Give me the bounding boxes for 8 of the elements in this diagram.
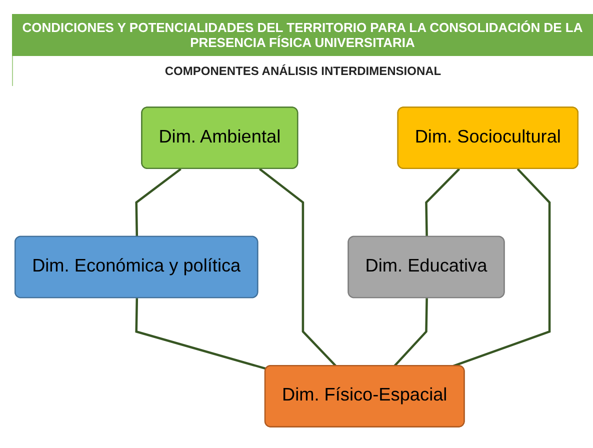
- connector: [452, 168, 551, 368]
- title-banner: CONDICIONES Y POTENCIALIDADES DEL TERRITORIO PARA LA CONSOLIDACIÓN DE LA PRESENCIA FÍSICA UNIVERSITARIA: [12, 14, 593, 56]
- connector: [258, 168, 337, 367]
- subtitle: COMPONENTES ANÁLISIS INTERDIMENSIONAL: [12, 56, 593, 86]
- connector: [135, 298, 267, 370]
- connector: [135, 168, 182, 237]
- connector: [425, 168, 460, 237]
- connector: [394, 298, 428, 367]
